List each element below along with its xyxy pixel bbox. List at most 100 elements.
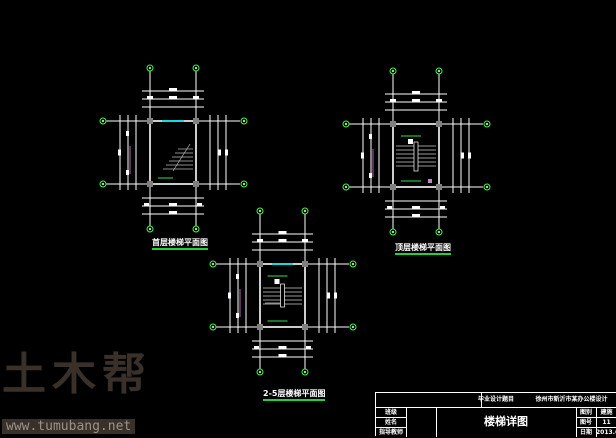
grid-bubble (389, 228, 397, 236)
value-category: 建施 (600, 409, 613, 416)
grid-bubble-dot (392, 70, 394, 72)
column (302, 261, 308, 267)
dimension-text (468, 152, 471, 159)
grid-bubble (349, 260, 357, 268)
grid-bubble (240, 117, 248, 125)
dimension-text (278, 346, 287, 349)
dimension-text (278, 231, 287, 234)
grid-bubble-dot (352, 263, 354, 265)
grid-bubble (256, 368, 264, 376)
dimension-text (440, 206, 445, 209)
plan-title-ground: 首层楼梯平面图 (152, 238, 208, 250)
grid-bubble-dot (102, 120, 104, 122)
grid-bubble-dot (345, 186, 347, 188)
dimension-text (412, 214, 420, 217)
dimension-text (369, 173, 372, 178)
label-name: 姓名 (384, 419, 397, 426)
grid-bubble-dot (438, 70, 440, 72)
dimension-text (236, 274, 239, 279)
stair-wall (149, 120, 197, 185)
dimension-text (169, 211, 177, 214)
grid-bubble-dot (195, 67, 197, 69)
grid-bubble-dot (486, 186, 488, 188)
grid-bubble (240, 180, 248, 188)
grid-bubble-dot (195, 228, 197, 230)
dimension-text (126, 170, 129, 175)
dimension-text (169, 203, 177, 206)
grid-bubble (483, 120, 491, 128)
grid-bubble (99, 117, 107, 125)
dimension-text (257, 239, 263, 242)
dimension-text (236, 313, 239, 318)
label-category: 图别 (579, 409, 592, 416)
grid-bubble (209, 260, 217, 268)
dimension-text (225, 149, 228, 156)
title-block: 毕业设计题目 徐州市新沂市某办公楼设计 楼梯详图 班级 姓名 指导教师 图别 图… (375, 392, 616, 437)
column (193, 181, 199, 187)
dimension-text (278, 239, 287, 242)
grid-bubble (146, 64, 154, 72)
dimension-text (193, 96, 199, 99)
grid-bubble-dot (345, 123, 347, 125)
column (436, 121, 442, 127)
grid-bubble-dot (212, 326, 214, 328)
label-date: 日期 (579, 429, 592, 436)
grid-bubble-dot (102, 183, 104, 185)
project-label: 毕业设计题目 (477, 396, 514, 403)
dimension-text (369, 134, 372, 139)
grid-bubble-dot (243, 183, 245, 185)
grid-bubble-dot (149, 67, 151, 69)
dimension-text (412, 91, 420, 94)
grid-bubble-dot (259, 210, 261, 212)
grid-bubble (342, 183, 350, 191)
watermark-url: www.tumubang.net (2, 419, 136, 434)
grid-bubble (192, 225, 200, 233)
dimension-text (169, 96, 177, 99)
dimension-text (361, 152, 364, 159)
grid-bubble (342, 120, 350, 128)
column (147, 118, 153, 124)
column (302, 324, 308, 330)
grid-bubble-dot (304, 210, 306, 212)
dimension-text (254, 346, 259, 349)
dimension-text (126, 131, 129, 136)
stair-handrail (413, 141, 419, 172)
grid-bubble-dot (392, 231, 394, 233)
dimension-text (218, 149, 221, 156)
label-advisor: 指导教师 (378, 429, 403, 436)
column (257, 261, 263, 267)
stair-wall (259, 263, 306, 328)
grid-bubble (146, 225, 154, 233)
dimension-text (147, 96, 153, 99)
plan-title-top: 顶层楼梯平面图 (395, 243, 451, 255)
dimension-text (327, 292, 330, 299)
dimension-text (228, 292, 231, 299)
grid-bubble (435, 67, 443, 75)
column (193, 118, 199, 124)
stair-wall (392, 123, 440, 188)
dimension-text (412, 99, 420, 102)
grid-bubble (483, 183, 491, 191)
grid-bubble-dot (486, 123, 488, 125)
grid-bubble (192, 64, 200, 72)
dimension-text (278, 354, 287, 357)
grid-bubble-dot (352, 326, 354, 328)
plan-title-typical: 2-5层楼梯平面图 (263, 389, 326, 401)
drawing-name: 楼梯详图 (484, 415, 528, 428)
dimension-text (461, 152, 464, 159)
grid-bubble (301, 207, 309, 215)
label-class: 班级 (384, 409, 397, 416)
grid-bubble (301, 368, 309, 376)
dimension-text (169, 88, 177, 91)
door-marker (428, 179, 432, 183)
value-date: 2013.6 (596, 429, 616, 436)
dimension-text (274, 279, 280, 284)
column (436, 184, 442, 190)
column (147, 181, 153, 187)
watermark-logo: 土木帮 (2, 349, 152, 400)
grid-bubble-dot (243, 120, 245, 122)
grid-bubble (349, 323, 357, 331)
dimension-text (306, 346, 311, 349)
column (390, 121, 396, 127)
